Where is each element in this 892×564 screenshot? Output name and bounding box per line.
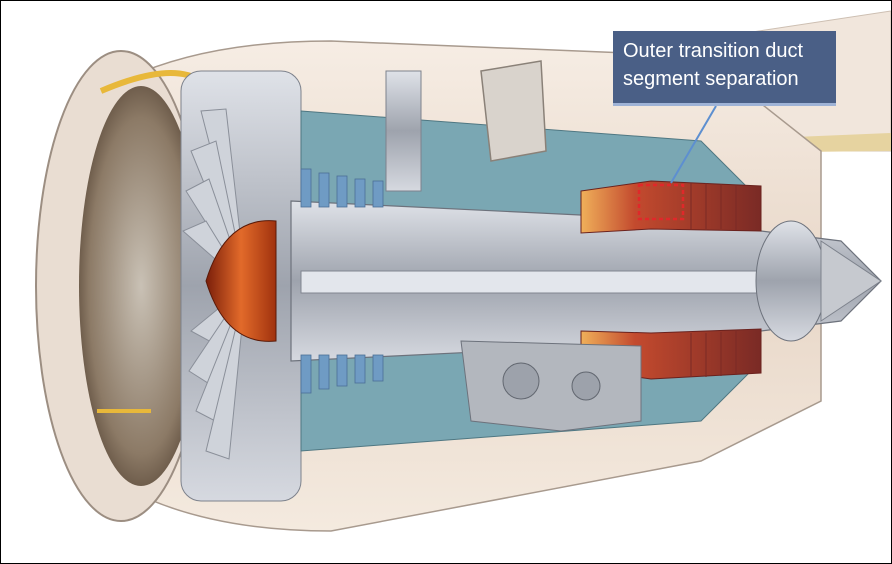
separation-location-marker [637,183,685,221]
annotation-callout-box: Outer transition duct segment separation [613,31,836,106]
callout-leader-line [670,105,717,184]
annotation-line-1: Outer transition duct [623,40,804,62]
annotation-line-2: segment separation [623,68,799,90]
